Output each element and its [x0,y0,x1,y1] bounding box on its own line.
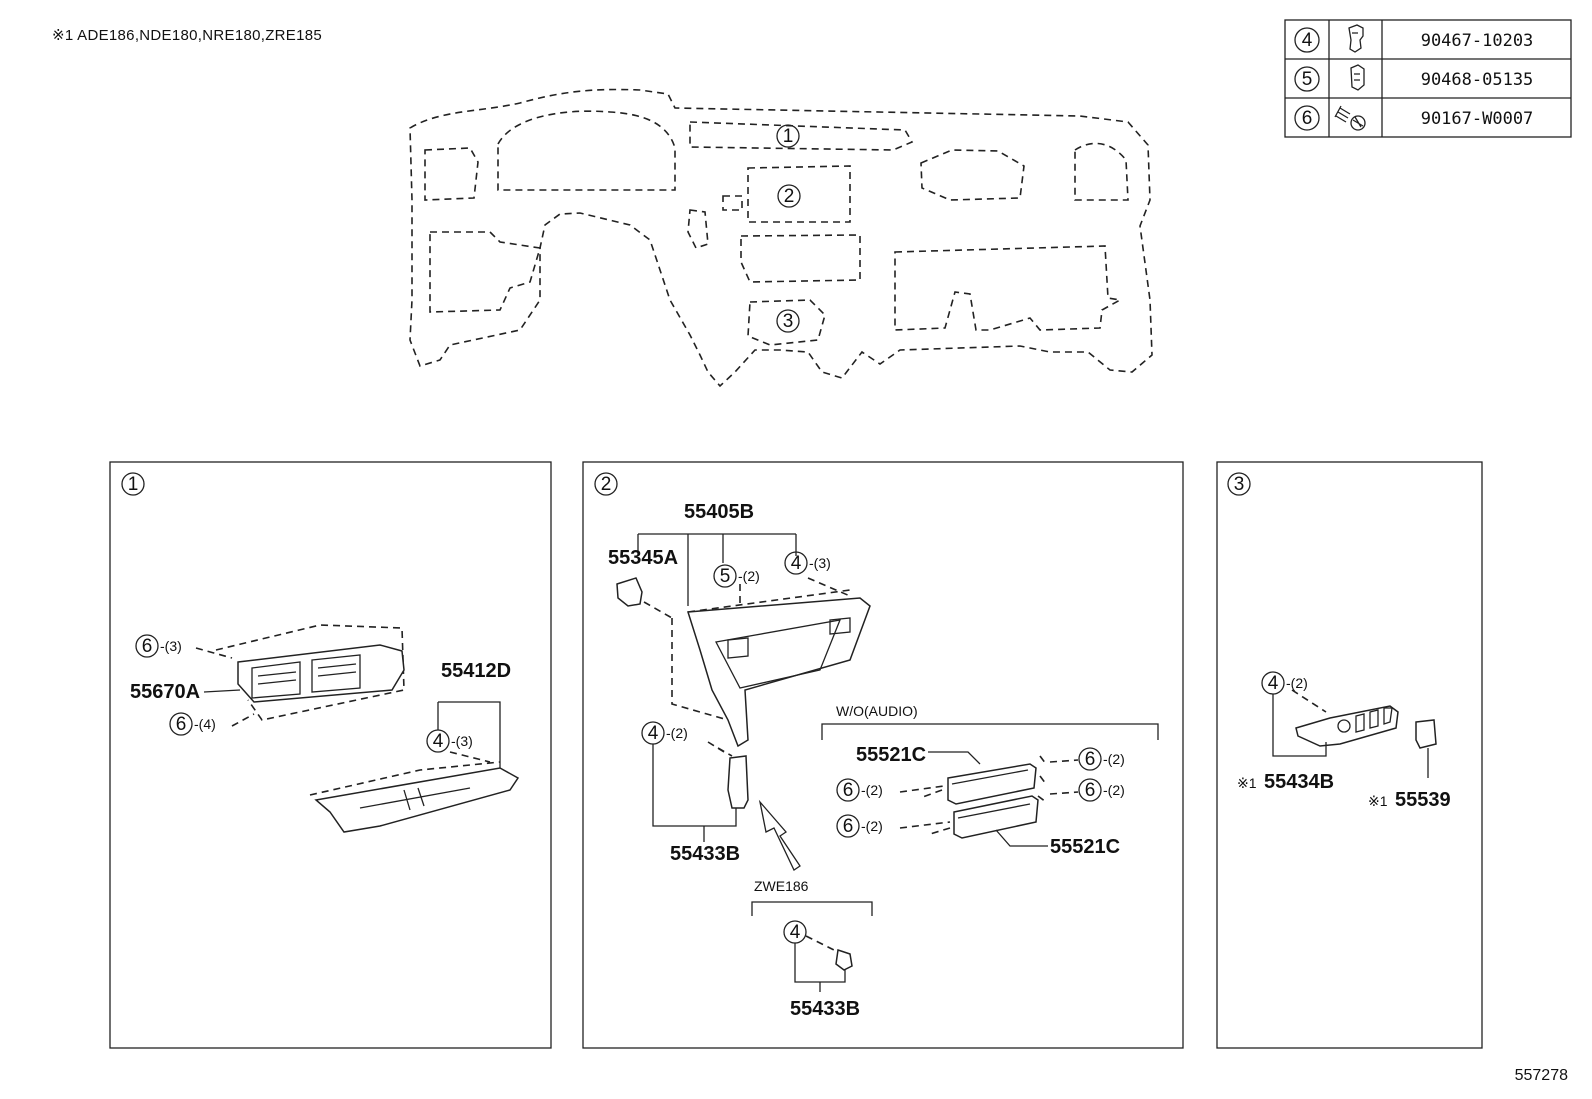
diagram-id: 557278 [1514,1067,1568,1084]
callout-6: 6 [843,816,854,837]
part-label-55434B: 55434B [1264,771,1334,793]
legend-row-4: 4 90467-10203 [1294,24,1534,53]
applicability-mark: ※1 [1237,775,1257,791]
callout-6: 6 [176,714,187,735]
clip-icon [1348,24,1364,53]
panel-3: 3 4 -(2) ※1 55434B ※1 55539 [1216,461,1483,1049]
legend-part-number: 90468-05135 [1421,70,1534,90]
dashboard-overview: 1 2 3 [409,88,1153,388]
panel-number: 1 [128,474,139,495]
legend-num: 4 [1302,30,1313,51]
variant-label-zwe186: ZWE186 [754,878,809,894]
quantity-label: -(3) [451,733,473,749]
legend-row-5: 5 90468-05135 [1294,64,1534,92]
overview-callout [776,124,800,148]
clip-55345A [616,577,643,607]
panel-number: 3 [1234,474,1245,495]
part-label-55521C: 55521C [1050,836,1120,858]
callout-4: 4 [1268,673,1279,694]
callout-4: 4 [790,922,801,943]
part-label-55412D: 55412D [441,660,511,682]
callout-6: 6 [1085,749,1096,770]
callout-4: 4 [791,553,802,574]
part-label-55345A: 55345A [608,547,678,569]
lower-trim-panel [309,761,520,833]
screw-icon [1334,105,1366,131]
part-label-55670A: 55670A [130,681,200,703]
legend-num: 5 [1302,69,1313,90]
callout-5: 5 [720,566,731,587]
quantity-label: -(2) [1286,675,1308,691]
panel-1: 1 6 -(3) 55670A 6 -(4) 55412D 4 -(3) [109,461,552,1049]
legend-part-number: 90467-10203 [1421,31,1534,51]
part-label-55521C: 55521C [856,744,926,766]
overview-callout-label: 3 [783,311,794,332]
quantity-label: -(4) [194,716,216,732]
panel-number: 2 [601,474,612,495]
quantity-label: -(2) [861,818,883,834]
quantity-label: -(2) [1103,782,1125,798]
overview-callout [777,184,801,208]
overview-callout [776,309,800,333]
quantity-label: -(3) [160,638,182,654]
quantity-label: -(2) [666,725,688,741]
legend-part-number: 90167-W0007 [1421,109,1534,129]
part-label-55405B: 55405B [684,501,754,523]
quantity-label: -(2) [861,782,883,798]
callout-4: 4 [433,731,444,752]
quantity-label: -(2) [1103,751,1125,767]
legend-row-6: 6 90167-W0007 [1294,105,1534,131]
overview-callout-label: 1 [783,126,794,147]
cap-55539 [1415,719,1437,749]
variant-label-wo-audio: W/O(AUDIO) [836,703,918,719]
center-vent-assembly [215,624,405,721]
applicability-note: ※1 ADE186,NDE180,NRE180,ZRE185 [52,27,323,44]
blank-panel-upper [919,755,1047,805]
part-label-55433B: 55433B [790,998,860,1020]
switch-panel-55434B [1295,705,1399,747]
callout-6: 6 [142,636,153,657]
view-arrow [758,799,801,871]
blank-panel-lower [929,795,1047,839]
clip-icon [1350,64,1365,91]
legend-table: 4 90467-10203 5 90468-05135 6 90167-W000… [1284,19,1572,138]
quantity-label: -(3) [809,555,831,571]
callout-6: 6 [1085,780,1096,801]
panel-2: 2 55405B 55345A 5 -(2) 4 -(3) 4 -(2) 554… [582,461,1184,1049]
overview-callout-label: 2 [784,186,795,207]
trim-piece-55433B [727,755,749,809]
clip-55433B [835,949,853,971]
quantity-label: -(2) [738,568,760,584]
callout-4: 4 [648,723,659,744]
part-label-55539: 55539 [1395,789,1451,811]
callout-6: 6 [843,780,854,801]
part-label-55433B: 55433B [670,843,740,865]
center-cluster-bezel [643,577,871,748]
applicability-mark: ※1 [1368,793,1388,809]
legend-num: 6 [1302,108,1313,129]
